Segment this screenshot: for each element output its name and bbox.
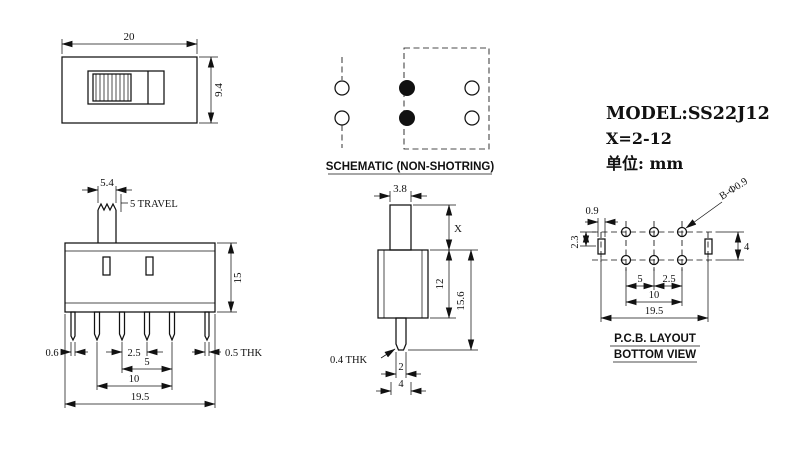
pin	[168, 311, 176, 342]
front-view-dimension-lines	[60, 186, 237, 408]
mount-tab-left	[70, 311, 76, 342]
side-view-dimension-lines	[374, 191, 478, 395]
dim-side-knob-height: X	[454, 223, 462, 235]
contact-common	[399, 110, 415, 126]
contact-open	[334, 80, 350, 96]
dim-front-tab-thk: 0.5 THK	[225, 348, 263, 359]
contact-common	[399, 80, 415, 96]
dim-front-pin-pitch: 2.5	[127, 348, 140, 359]
actuator-knurl	[97, 202, 117, 212]
schematic-contacts	[334, 80, 480, 126]
top-view: 20 9.4	[61, 31, 225, 124]
dim-top-width: 20	[124, 31, 136, 43]
dim-top-height: 9.4	[213, 83, 225, 97]
pcb-slot-left	[597, 238, 606, 255]
dim-front-travel: 5 TRAVEL	[130, 199, 178, 210]
dim-front-tab-width: 0.6	[45, 348, 58, 359]
side-body	[377, 249, 429, 319]
unit-label: 单位: mm	[606, 154, 683, 173]
dim-front-pitch-3: 10	[129, 374, 140, 385]
dim-side-pin-span: 4	[398, 379, 404, 390]
side-pin	[395, 317, 407, 351]
title-block: MODEL:SS22J12 X=2-12 单位: mm	[606, 104, 770, 173]
schematic-label: SCHEMATIC (NON-SHOTRING)	[326, 161, 495, 173]
pcb-layout-view: 0.9 B-Φ0.9 2.3 4 5 2.5 10 19.5 P.C.B. LA…	[570, 176, 750, 363]
dim-side-pin-thk: 0.4 THK	[330, 355, 368, 366]
pcb-centerlines	[592, 221, 716, 271]
top-view-body	[61, 56, 198, 124]
dim-pcb-pitch-3: 10	[649, 290, 660, 301]
pcb-hole	[648, 226, 660, 238]
dim-front-knob-width: 5.4	[100, 177, 114, 189]
dim-side-body-height: 12	[434, 279, 446, 290]
mount-tab-right	[204, 311, 210, 342]
side-view: 3.8 X 12 15.6 0.4 THK 2 4	[330, 183, 478, 395]
knob-hatch	[95, 74, 129, 101]
pcb-label-line1: P.C.B. LAYOUT	[614, 333, 696, 345]
body-slot-right	[145, 256, 154, 276]
dim-front-body-height: 15	[232, 272, 244, 284]
contact-open	[464, 110, 480, 126]
dim-pcb-pitch-1: 5	[637, 274, 642, 285]
pcb-slot-right	[704, 238, 713, 255]
side-actuator	[389, 204, 412, 251]
body-slot-left	[102, 256, 111, 276]
front-view: 5.4 5 TRAVEL 15 0.6 2.5 0.5 THK 5 10 19.…	[45, 177, 263, 408]
top-view-dimension-lines	[61, 39, 218, 124]
pcb-holes	[597, 226, 713, 266]
dim-pcb-pitch-2: 2.5	[662, 274, 675, 285]
dim-front-total-width: 19.5	[131, 392, 149, 403]
dim-pcb-row-pitch: 4	[744, 242, 750, 253]
dim-pcb-slot-width: 0.9	[585, 206, 598, 217]
pcb-label-line2: BOTTOM VIEW	[614, 349, 696, 361]
front-pins	[70, 311, 210, 342]
dim-side-total-height: 15.6	[455, 291, 467, 311]
pcb-hole	[620, 254, 632, 266]
contact-open	[334, 110, 350, 126]
pin	[118, 311, 126, 342]
dim-side-knob-width: 3.8	[393, 183, 407, 195]
pcb-hole	[648, 254, 660, 266]
x-range: X=2-12	[606, 129, 672, 148]
front-body	[64, 242, 216, 313]
dim-pcb-total-width: 19.5	[645, 306, 663, 317]
dim-pcb-row-offset: 2.3	[570, 235, 581, 248]
pin	[143, 311, 151, 342]
top-view-slot	[87, 70, 165, 105]
schematic-dashed-box	[403, 47, 490, 150]
contact-open	[464, 80, 480, 96]
pcb-dimension-lines	[580, 201, 744, 322]
model-number: MODEL:SS22J12	[606, 104, 770, 124]
pin	[93, 311, 101, 342]
pcb-hole	[620, 226, 632, 238]
dim-side-pin-width: 2	[398, 362, 403, 373]
dim-front-pitch-2: 5	[144, 357, 149, 368]
schematic-view: SCHEMATIC (NON-SHOTRING)	[326, 47, 495, 175]
pcb-hole	[676, 254, 688, 266]
dim-pcb-hole-callout: B-Φ0.9	[718, 176, 750, 202]
pcb-hole	[676, 226, 688, 238]
